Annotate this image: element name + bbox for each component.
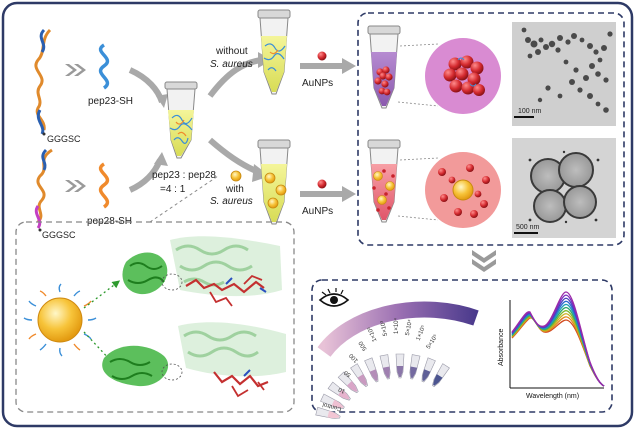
pep23-wave-icon — [98, 43, 110, 90]
scale-bar-top: 100 nm — [518, 108, 542, 115]
bacterium-with-peptides — [23, 283, 97, 357]
pep28-wave-icon — [98, 162, 110, 209]
arrow-with — [208, 137, 260, 175]
spectrum-line — [511, 317, 605, 387]
control-label: Control — [322, 401, 342, 412]
eye-icon — [318, 288, 350, 307]
dilution-label: 500 — [358, 339, 369, 351]
sample-tube — [421, 357, 436, 383]
dilution-label: 10 — [337, 385, 346, 394]
tem-image-dispersed — [512, 138, 616, 238]
sample-tube — [409, 354, 421, 380]
sample-tube — [379, 354, 391, 380]
tube-dispersed — [367, 139, 401, 223]
aunps-label-top: AuNPs — [302, 78, 333, 89]
spectra-plot — [509, 291, 605, 389]
sample-tube — [320, 393, 345, 410]
sample-tube — [350, 363, 368, 387]
sample-tube — [315, 406, 341, 419]
without-bacteria-label: S. aureus — [210, 59, 253, 70]
scale-bar-bottom: 500 nm — [516, 224, 540, 231]
spectrum-line — [511, 291, 605, 387]
aunp-icon-bottom — [317, 179, 327, 189]
down-chevron-icon — [472, 250, 496, 272]
spectrum-line — [511, 316, 605, 387]
dilution-label: 5×10⁵ — [425, 333, 440, 351]
double-chevron-icon-bottom — [65, 180, 86, 192]
dilution-label: 50 — [343, 368, 352, 377]
tube-array — [315, 353, 450, 419]
dilution-label: 5×10³ — [380, 320, 389, 336]
seq-label-top: GGGSC — [47, 134, 81, 144]
double-chevron-icon-top — [65, 64, 86, 76]
mixing-tube — [164, 81, 198, 159]
concentration-arc — [317, 301, 479, 357]
sample-tube — [432, 363, 450, 387]
bacterium-in-zoom — [452, 179, 474, 201]
aunps-label-bottom: AuNPs — [302, 206, 333, 217]
pep23-label: pep23-SH — [88, 96, 133, 107]
y-axis-label: Absorbance — [498, 329, 505, 366]
sample-tube — [327, 381, 351, 401]
dilution-label: 1×10⁵ — [415, 324, 428, 342]
aunp-icon-top — [317, 51, 327, 61]
sample-tube — [337, 371, 359, 394]
dispersed-aunps — [438, 164, 490, 218]
ratio-label-line2: =4 : 1 — [160, 184, 186, 195]
readout-panel — [311, 279, 613, 413]
tube-without-bacteria — [257, 9, 291, 95]
tube-aggregated — [367, 25, 401, 109]
protein-structure-bottom — [102, 322, 286, 398]
bacterium-icon — [230, 170, 242, 182]
peptide-chain-top — [34, 28, 52, 136]
with-label: with — [225, 184, 244, 195]
x-axis-label: Wavelength (nm) — [526, 393, 579, 400]
protein-structure-top — [122, 236, 282, 307]
seq-label-bottom: GGGSC — [42, 230, 76, 240]
peptide-chain-bottom — [34, 148, 53, 232]
tem-image-aggregated — [512, 22, 616, 126]
dilution-label: 1×10³ — [367, 326, 378, 343]
with-bacteria-label: S. aureus — [210, 196, 253, 207]
aggregated-aunps — [443, 55, 485, 96]
dilution-label: 1×10⁴ — [393, 317, 400, 334]
dilution-label: 100 — [348, 351, 360, 363]
results-panel — [357, 12, 625, 246]
arrow-without — [207, 57, 263, 98]
sample-tube — [395, 353, 405, 379]
without-label: without — [215, 46, 248, 57]
ratio-label-line1: pep23 : pep28 — [152, 170, 216, 181]
dilution-label: 5×10⁴ — [404, 319, 414, 337]
tube-with-bacteria — [257, 139, 291, 225]
sample-tube — [364, 357, 379, 383]
